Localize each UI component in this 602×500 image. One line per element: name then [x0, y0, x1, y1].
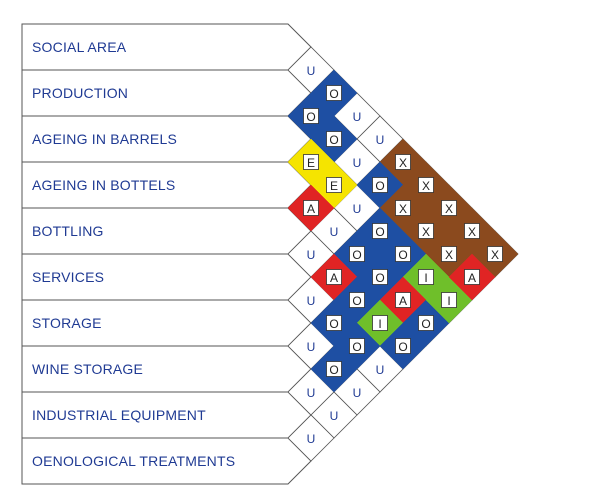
- row-label: PRODUCTION: [32, 85, 128, 101]
- relation-code: U: [330, 409, 339, 423]
- row-label: OENOLOGICAL TREATMENTS: [32, 453, 235, 469]
- relation-code: U: [353, 202, 362, 216]
- relation-code: U: [376, 363, 385, 377]
- relation-code-box: [487, 246, 503, 262]
- relation-code-box: [395, 246, 411, 262]
- relation-code: A: [399, 294, 407, 308]
- relation-code-box: [349, 338, 365, 354]
- relation-code: X: [445, 202, 453, 216]
- row-label: BOTTLING: [32, 223, 104, 239]
- relation-code: U: [307, 64, 316, 78]
- relation-code: A: [330, 271, 338, 285]
- relation-code: O: [352, 248, 361, 262]
- relation-code-box: [372, 223, 388, 239]
- relation-code: U: [353, 156, 362, 170]
- relation-code: X: [445, 248, 453, 262]
- relation-code: A: [307, 202, 315, 216]
- relation-code: O: [329, 87, 338, 101]
- row-label: WINE STORAGE: [32, 361, 143, 377]
- relation-code: I: [447, 294, 450, 308]
- relation-code: U: [307, 294, 316, 308]
- relation-code: X: [422, 179, 430, 193]
- relation-code: X: [399, 156, 407, 170]
- row-label: AGEING IN BOTTELS: [32, 177, 175, 193]
- relation-code: O: [375, 225, 384, 239]
- matrix-cell: [287, 414, 335, 462]
- relation-code: O: [375, 179, 384, 193]
- relation-code-box: [349, 292, 365, 308]
- relation-code-box: [326, 315, 342, 331]
- relation-code-box: [326, 85, 342, 101]
- relation-code: U: [307, 248, 316, 262]
- relation-code: O: [352, 294, 361, 308]
- relation-code: U: [307, 340, 316, 354]
- relation-code-box: [326, 131, 342, 147]
- relation-code-box: [372, 315, 388, 331]
- relation-code: U: [376, 133, 385, 147]
- relation-code-box: [395, 200, 411, 216]
- relationship-matrix: UOUUXXXXXOOUOXXXEEUOOIAUOOAUAOIUOOUOUUUU…: [287, 46, 519, 462]
- relation-code: U: [307, 432, 316, 446]
- row-label: AGEING IN BARRELS: [32, 131, 177, 147]
- relation-code: X: [399, 202, 407, 216]
- relation-code: O: [306, 110, 315, 124]
- relation-code: O: [329, 363, 338, 377]
- relation-code: U: [353, 386, 362, 400]
- relation-code: O: [421, 317, 430, 331]
- row-label: STORAGE: [32, 315, 102, 331]
- relation-code: E: [307, 156, 315, 170]
- row-box: [21, 437, 312, 485]
- relation-code-box: [441, 246, 457, 262]
- relation-code: X: [422, 225, 430, 239]
- relation-code: E: [330, 179, 338, 193]
- relation-code-box: [372, 269, 388, 285]
- relation-code-box: [326, 361, 342, 377]
- relation-code: X: [491, 248, 499, 262]
- relation-code-box: [418, 177, 434, 193]
- relation-code-box: [418, 315, 434, 331]
- relation-code: O: [329, 133, 338, 147]
- relation-code: X: [468, 225, 476, 239]
- relation-code: I: [424, 271, 427, 285]
- relation-code: U: [330, 225, 339, 239]
- relation-code-box: [418, 223, 434, 239]
- row-label: SERVICES: [32, 269, 104, 285]
- relation-code: U: [353, 110, 362, 124]
- relation-code-box: [326, 269, 342, 285]
- relation-code: I: [378, 317, 381, 331]
- row-label: INDUSTRIAL EQUIPMENT: [32, 407, 206, 423]
- relation-code-box: [303, 154, 319, 170]
- relation-code-box: [303, 108, 319, 124]
- relation-code: O: [375, 271, 384, 285]
- relation-code-box: [372, 177, 388, 193]
- row-label: SOCIAL AREA: [32, 39, 127, 55]
- relation-code: U: [307, 386, 316, 400]
- relation-code: O: [398, 248, 407, 262]
- relation-code: O: [352, 340, 361, 354]
- relation-code-box: [441, 200, 457, 216]
- relation-code-box: [395, 338, 411, 354]
- relation-code-box: [303, 200, 319, 216]
- relation-code-box: [395, 292, 411, 308]
- relation-code-box: [441, 292, 457, 308]
- relation-code: O: [398, 340, 407, 354]
- relation-code-box: [418, 269, 434, 285]
- relation-code-box: [464, 269, 480, 285]
- relation-code: O: [329, 317, 338, 331]
- relation-code: A: [468, 271, 476, 285]
- relation-code-box: [326, 177, 342, 193]
- relation-code-box: [395, 154, 411, 170]
- label-panel: SOCIAL AREA PRODUCTION AGEING IN BARRELS AG…: [21, 23, 312, 485]
- relation-code-box: [349, 246, 365, 262]
- relation-code-box: [464, 223, 480, 239]
